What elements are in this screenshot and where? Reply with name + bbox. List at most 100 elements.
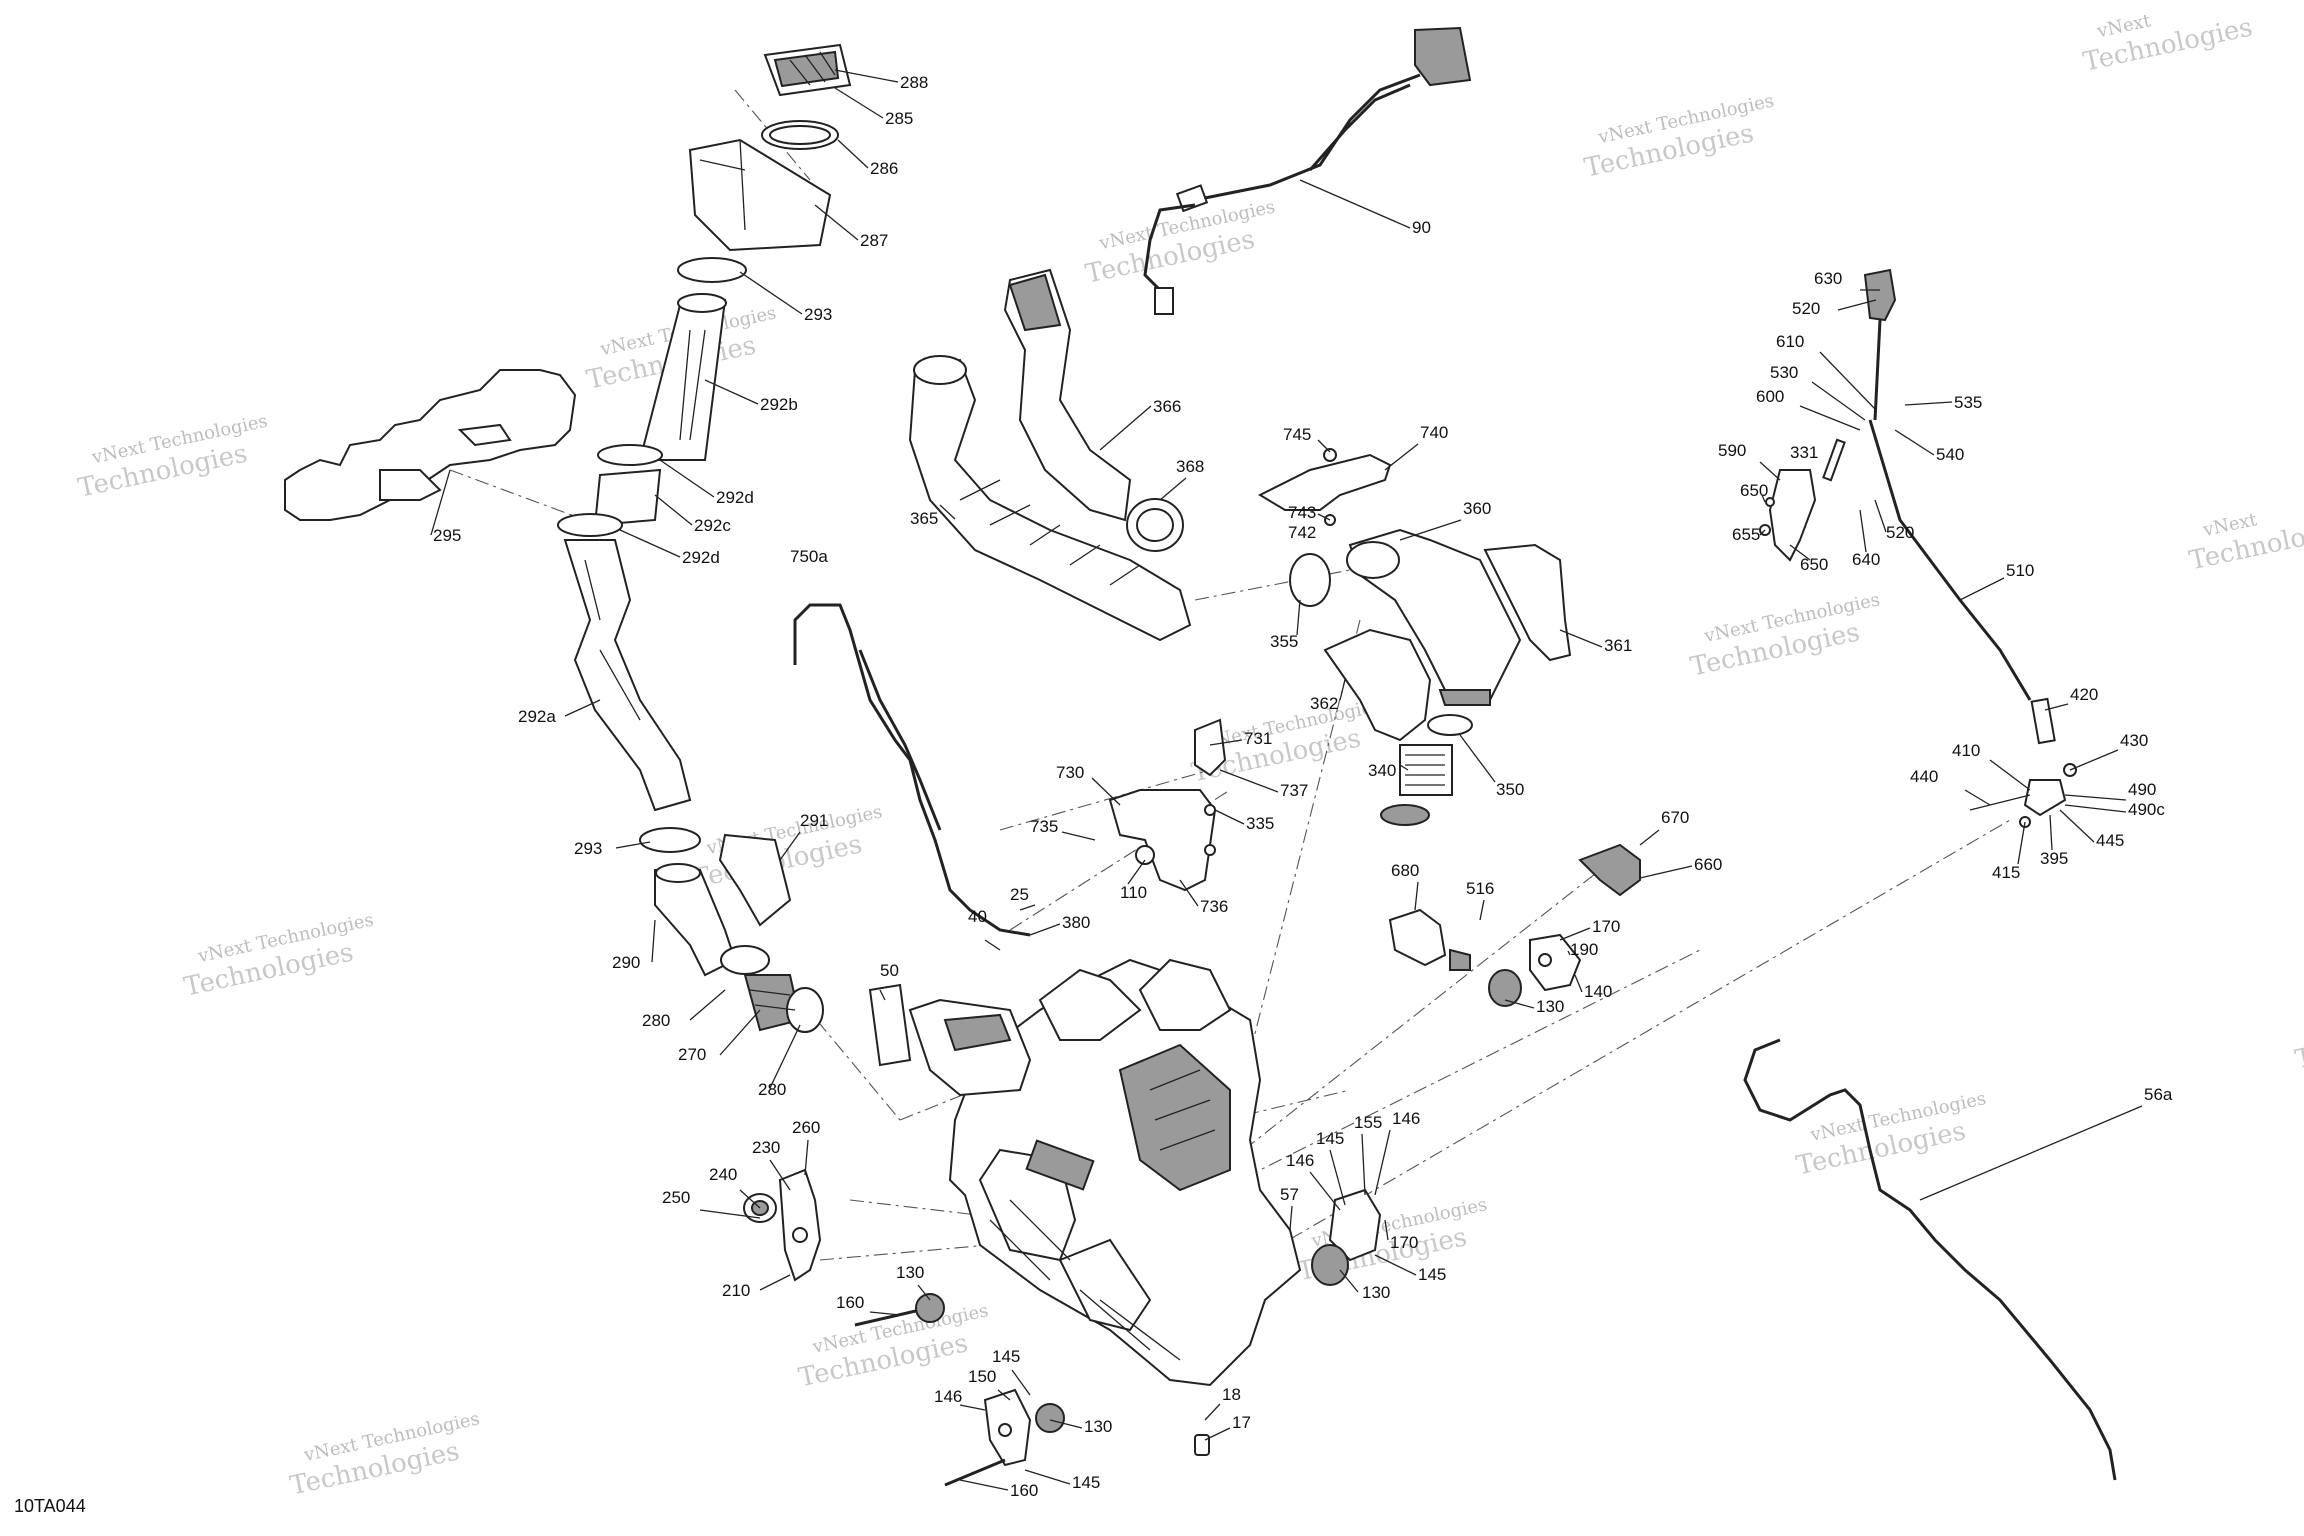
callout-label: 360 (1463, 499, 1491, 518)
callout-label: 742 (1288, 523, 1316, 542)
callout-label: 366 (1153, 397, 1181, 416)
callout-label: 736 (1200, 897, 1228, 916)
wire-harness-90 (1143, 26, 1472, 315)
callout-label: 250 (662, 1188, 690, 1207)
duct-collar-368 (1126, 498, 1184, 552)
mount-bracket-230 (778, 1168, 822, 1282)
callout-label: 743 (1288, 503, 1316, 522)
callout-label: 490c (2128, 800, 2165, 819)
boot-270 (720, 945, 824, 1033)
callout-label: 130 (896, 1263, 924, 1282)
callout-label: 440 (1910, 767, 1938, 786)
exhaust-duct-366 (1003, 268, 1132, 522)
sensor-680 (1388, 908, 1471, 971)
callout-label: 145 (1316, 1129, 1344, 1148)
callout-label: 655 (1732, 525, 1760, 544)
leader-lines (430, 69, 2143, 1491)
shift-knob-630 (1863, 268, 1897, 421)
deflector-291 (718, 833, 792, 927)
callout-label: 590 (1718, 441, 1746, 460)
bolt-160-upper (854, 1293, 945, 1327)
coupler-292d-292c (557, 444, 663, 537)
cable-750a (793, 603, 1031, 937)
shift-linkage-510 (1868, 419, 2056, 745)
clamp-355 (1289, 553, 1331, 607)
callout-label: 190 (1570, 940, 1598, 959)
callout-label: 292b (760, 395, 798, 414)
callout-label: 292a (518, 707, 556, 726)
callout-label: 160 (836, 1293, 864, 1312)
callout-label: 210 (722, 1281, 750, 1300)
callout-label: 731 (1244, 729, 1272, 748)
callout-label: 415 (1992, 863, 2020, 882)
shift-pivot-490 (1969, 763, 2077, 828)
callout-label: 155 (1354, 1113, 1382, 1132)
mount-plate-140 (1529, 933, 1582, 992)
hose-56a (1743, 1038, 2117, 1481)
bushing-130-right (1488, 969, 1522, 1007)
callout-label: 50 (880, 961, 899, 980)
callout-label: 130 (1536, 997, 1564, 1016)
callout-label: 740 (1420, 423, 1448, 442)
callout-label: 56a (2144, 1085, 2173, 1104)
callout-label: 680 (1391, 861, 1419, 880)
shift-bracket-590 (1759, 438, 1846, 562)
callout-label: 292d (682, 548, 720, 567)
callout-label: 291 (800, 811, 828, 830)
callout-label: 90 (1412, 218, 1431, 237)
callout-label: 650 (1740, 481, 1768, 500)
callout-label: 535 (1954, 393, 1982, 412)
callout-label: 368 (1176, 457, 1204, 476)
engine-assembly (948, 958, 1302, 1387)
callout-label: 295 (433, 526, 461, 545)
callout-labels: 288 285 286 287 293 292b 292d 292c 292d … (433, 73, 2173, 1500)
callout-label: 331 (1790, 443, 1818, 462)
callout-label: 40 (968, 907, 987, 926)
intake-clamp-286 (761, 120, 839, 150)
callout-label: 270 (678, 1045, 706, 1064)
callout-label: 630 (1814, 269, 1842, 288)
callout-label: 335 (1246, 814, 1274, 833)
shield-660 (1578, 843, 1641, 897)
callout-label: 293 (804, 305, 832, 324)
drain-plug-17 (1194, 1434, 1210, 1456)
callout-label: 130 (1084, 1417, 1112, 1436)
callout-label: 146 (1286, 1151, 1314, 1170)
callout-label: 730 (1056, 763, 1084, 782)
watermark-text: Technologies (2293, 1010, 2304, 1075)
heat-shield-361 (1483, 543, 1572, 662)
callout-label: 280 (758, 1080, 786, 1099)
callout-label: 170 (1592, 917, 1620, 936)
callout-label: 445 (2096, 831, 2124, 850)
heat-shield-362 (1323, 628, 1432, 742)
mount-bracket-150 (983, 1388, 1065, 1467)
skid-plate-295 (284, 369, 577, 521)
callout-label: 292c (694, 516, 731, 535)
figure-id: 10TA044 (14, 1496, 86, 1516)
callout-label: 293 (574, 839, 602, 858)
callout-label: 516 (1466, 879, 1494, 898)
callout-label: 355 (1270, 632, 1298, 651)
callout-label: 285 (885, 109, 913, 128)
callout-label: 260 (792, 1118, 820, 1137)
bracket-730 (1108, 789, 1217, 892)
callout-label: 670 (1661, 808, 1689, 827)
intake-adapter-287 (688, 138, 832, 252)
ecu-50 (868, 983, 1032, 1097)
callout-label: 361 (1604, 636, 1632, 655)
callout-label: 146 (1392, 1109, 1420, 1128)
callout-label: 25 (1010, 885, 1029, 904)
intake-elbow-290 (654, 863, 737, 977)
callout-label: 640 (1852, 550, 1880, 569)
intake-cap (763, 43, 852, 97)
callout-label: 737 (1280, 781, 1308, 800)
callout-label: 57 (1280, 1185, 1299, 1204)
callout-label: 150 (968, 1367, 996, 1386)
callout-label: 650 (1800, 555, 1828, 574)
callout-label: 288 (900, 73, 928, 92)
clamp-350 (1427, 714, 1473, 736)
callout-label: 750a (790, 547, 828, 566)
callout-label: 145 (992, 1347, 1020, 1366)
callout-label: 170 (1390, 1233, 1418, 1252)
bolt-160-lower (944, 1458, 1006, 1487)
